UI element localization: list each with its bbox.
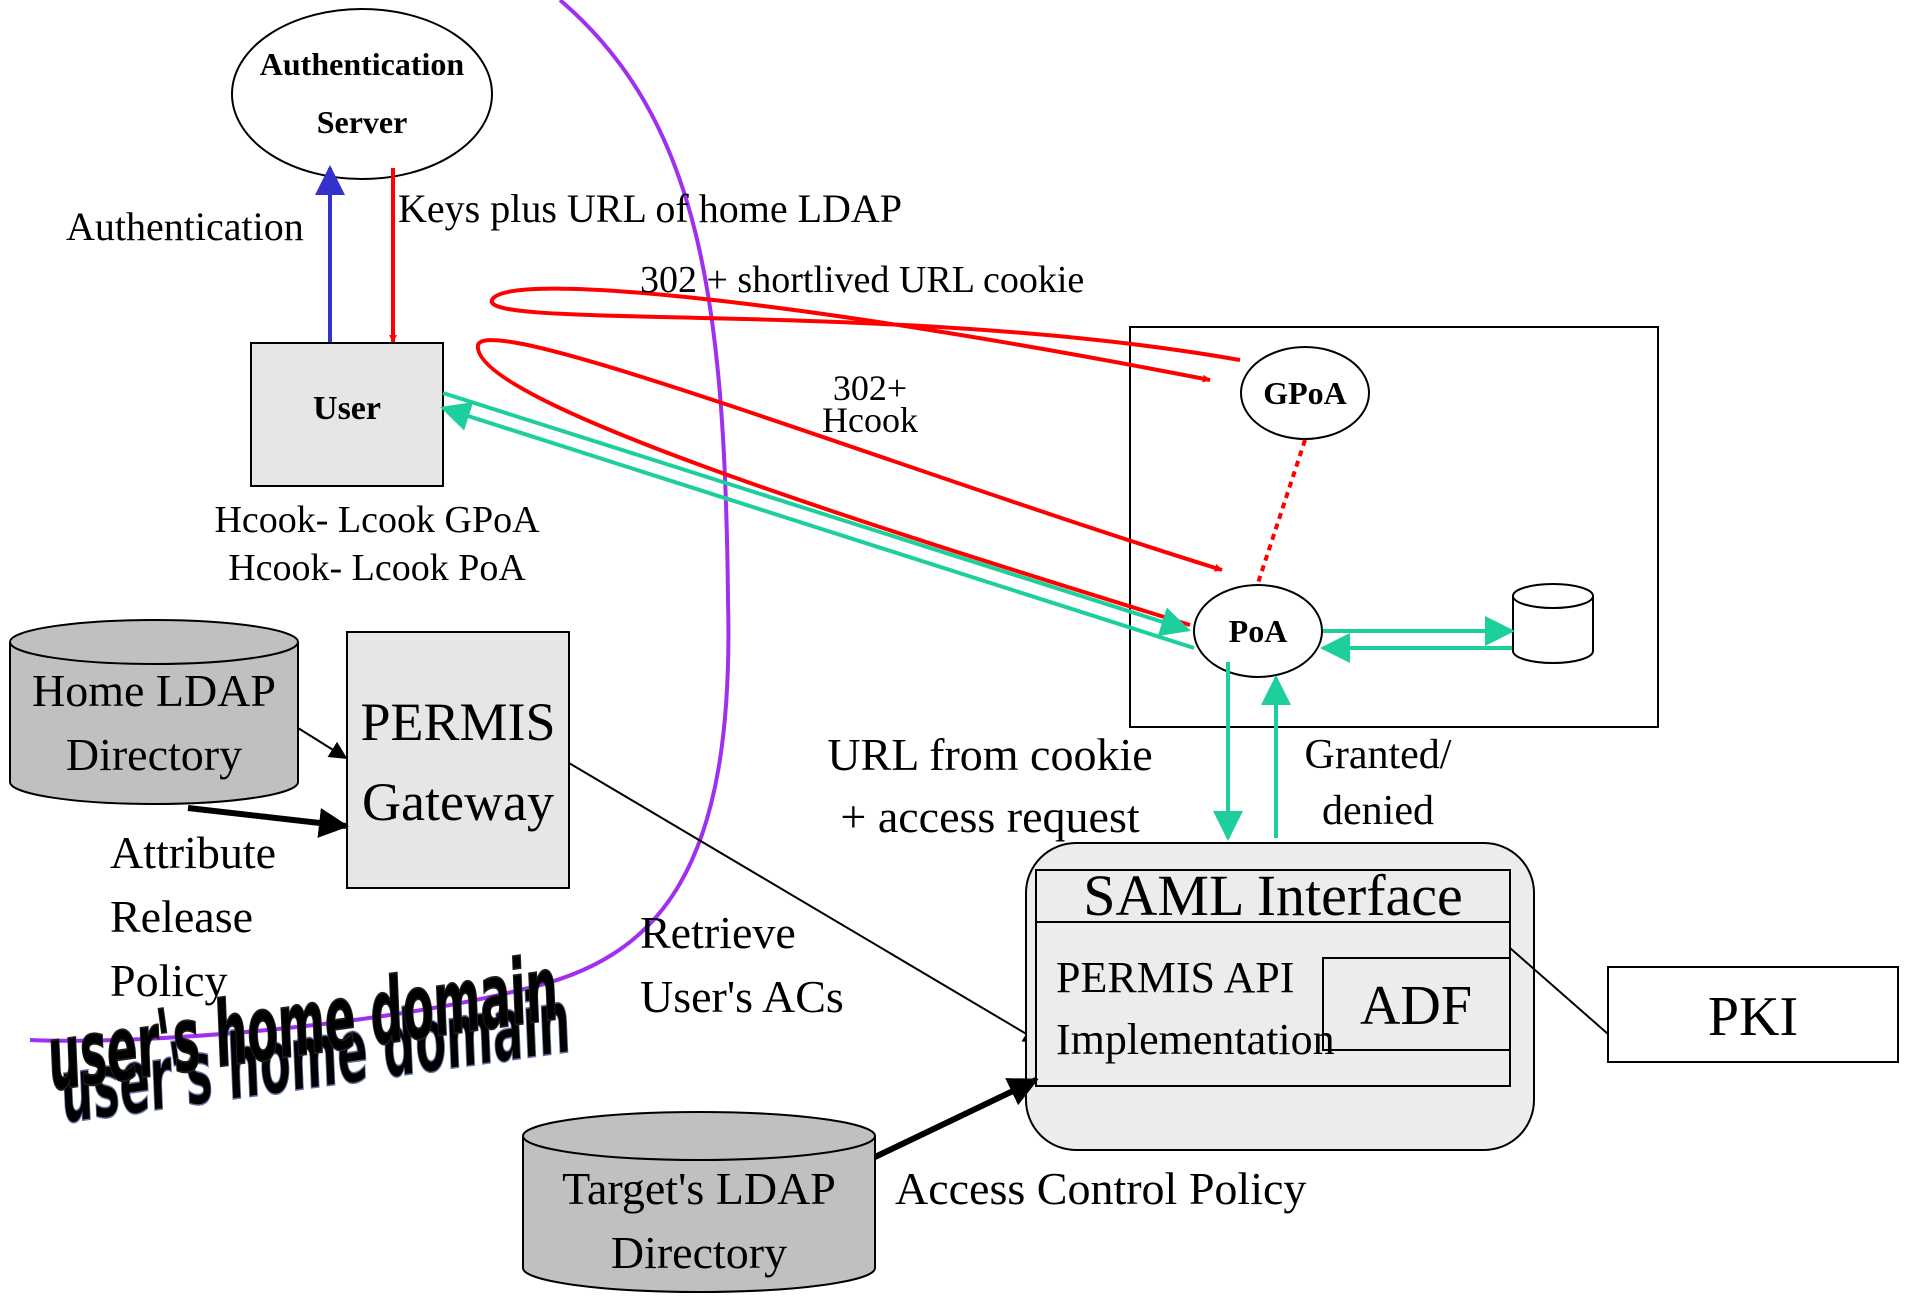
permis-api-label-1: PERMIS API bbox=[1056, 953, 1294, 1002]
granted-label: Granted/ bbox=[1305, 732, 1452, 778]
access-request-label: + access request bbox=[840, 791, 1139, 842]
user-to-poa-arrow bbox=[442, 391, 1191, 637]
target-ldap-label-2: Directory bbox=[611, 1227, 787, 1278]
gpoa-label: GPoA bbox=[1263, 375, 1347, 411]
permis-gateway-node: PERMIS Gateway bbox=[346, 631, 570, 889]
target-domain-box bbox=[1129, 326, 1659, 728]
keys-url-label: Keys plus URL of home LDAP bbox=[398, 186, 902, 231]
denied-label: denied bbox=[1322, 788, 1434, 834]
access-control-policy-label: Access Control Policy bbox=[895, 1163, 1306, 1214]
url-cookie-label: URL from cookie bbox=[827, 729, 1152, 780]
saml-container: SAML Interface ADF PERMIS API Implementa… bbox=[1025, 842, 1535, 1151]
access-policy-arrow bbox=[873, 1077, 1039, 1160]
poa-to-user-arrow bbox=[440, 401, 1195, 650]
target-ldap-cylinder: Target's LDAP Directory bbox=[522, 1111, 876, 1293]
users-acs-label: User's ACs bbox=[640, 971, 844, 1022]
hcook-gpoa-label: Hcook- Lcook GPoA bbox=[214, 499, 540, 541]
gpoa-poa-link bbox=[1256, 439, 1307, 584]
pki-node: PKI bbox=[1607, 966, 1899, 1063]
poa-redirect-arrow bbox=[475, 338, 1223, 627]
hcook-302-label: 302+ bbox=[833, 368, 907, 408]
hcook-label: Hcook bbox=[822, 400, 918, 440]
ldap-to-gateway-thin-arrow bbox=[297, 727, 348, 759]
user-node: User bbox=[250, 342, 444, 487]
permis-api-label-2: Implementation bbox=[1056, 1015, 1335, 1064]
pki-label: PKI bbox=[1708, 986, 1798, 1048]
retrieve-acs-arrow bbox=[568, 762, 1042, 1043]
home-ldap-label-1: Home LDAP bbox=[32, 665, 276, 716]
auth-server-label-1: Authentication bbox=[260, 46, 465, 82]
hcook-poa-label: Hcook- Lcook PoA bbox=[228, 547, 526, 589]
permis-gateway-label-1: PERMIS bbox=[360, 692, 555, 752]
saml-interface-label: SAML Interface bbox=[1083, 863, 1463, 928]
shortlived-cookie-label: 302 + shortlived URL cookie bbox=[640, 259, 1084, 301]
target-ldap-label-1: Target's LDAP bbox=[562, 1163, 836, 1214]
adf-label: ADF bbox=[1360, 975, 1472, 1037]
poa-store-cylinder bbox=[1512, 583, 1594, 664]
retrieve-label: Retrieve bbox=[640, 907, 796, 958]
attribute-release-arrow bbox=[187, 805, 349, 838]
release-label: Release bbox=[110, 891, 253, 942]
permis-gateway-label-2: Gateway bbox=[362, 772, 554, 832]
pki-link bbox=[1509, 947, 1609, 1035]
poa-node: PoA bbox=[1193, 584, 1323, 678]
auth-server-label-2: Server bbox=[317, 104, 408, 140]
home-ldap-label-2: Directory bbox=[66, 729, 242, 780]
user-label: User bbox=[313, 390, 381, 427]
policy-label: Policy bbox=[110, 955, 228, 1006]
gpoa-redirect-arrow bbox=[489, 286, 1241, 383]
attribute-label: Attribute bbox=[110, 827, 276, 878]
poa-label: PoA bbox=[1229, 613, 1288, 649]
home-domain-boundary bbox=[29, 0, 731, 1043]
authentication-label: Authentication bbox=[66, 204, 304, 249]
authentication-server-node: Authentication Server bbox=[231, 8, 493, 180]
home-ldap-cylinder: Home LDAP Directory bbox=[9, 619, 299, 805]
gpoa-node: GPoA bbox=[1240, 346, 1370, 440]
